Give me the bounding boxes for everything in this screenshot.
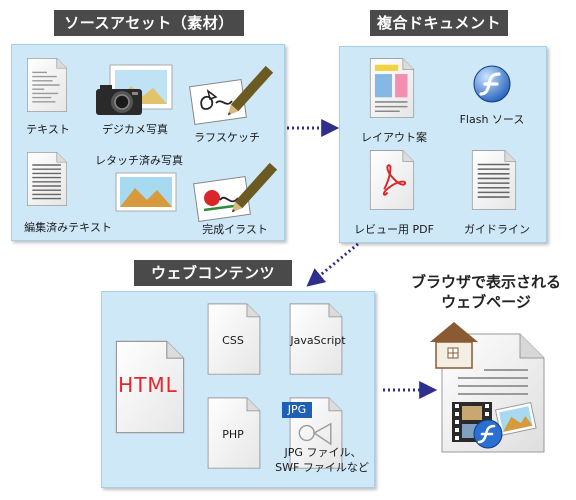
review-pdf-label: レビュー用 PDF (354, 223, 434, 236)
web-panel: HTML CSS JavaScript PHP JPG JPG ファイル、 SW… (101, 291, 375, 488)
retouched-photo-icon (115, 172, 177, 212)
camera-icon (96, 85, 142, 115)
jpg-badge: JPG (282, 402, 312, 418)
web-title: ウェブコンテンツ (134, 260, 292, 286)
flash-source-label: Flash ソース (459, 113, 525, 126)
composite-title: 複合ドキュメント (370, 10, 508, 36)
text-document-icon (26, 57, 68, 113)
layout-draft-label: レイアウト案 (361, 131, 427, 144)
browser-headline-line1: ブラウザで表示される (410, 273, 561, 291)
sketch-icon (189, 65, 274, 125)
edited-text-document-icon (26, 151, 68, 207)
guideline-document-icon (470, 149, 518, 211)
composite-panel: レイアウト案 Flash ソース レビュー用 PDF ガイドライン (339, 46, 547, 243)
text-label: テキスト (26, 123, 70, 136)
layout-draft-icon (368, 57, 416, 119)
html-label: HTML (118, 373, 178, 397)
pdf-icon (368, 149, 416, 211)
arrow-composite-to-web (306, 242, 359, 287)
guideline-label: ガイドライン (464, 223, 530, 236)
javascript-label: JavaScript (290, 334, 346, 347)
media-files-label-line2: SWF ファイルなど (275, 461, 369, 474)
sources-panel: テキスト デジカメ写真 ラフスケッチ レタッチ済み写真 (11, 44, 285, 241)
finished-illustration-label: 完成イラスト (202, 223, 268, 236)
illustration-icon (193, 162, 278, 222)
media-files-label-line1: JPG ファイル、 (284, 446, 362, 459)
camera-photo-label: デジカメ写真 (102, 123, 168, 136)
media-files-icon (288, 396, 344, 470)
flash-icon (473, 65, 511, 103)
css-label: CSS (222, 334, 244, 347)
php-label: PHP (222, 428, 244, 441)
browser-headline-line2: ウェブページ (441, 293, 531, 311)
sources-title: ソースアセット（素材） (54, 10, 244, 36)
edited-text-label: 編集済みテキスト (24, 221, 112, 234)
web-page-icon (430, 322, 545, 453)
rough-sketch-label: ラフスケッチ (194, 131, 260, 144)
retouched-photo-label: レタッチ済み写真 (95, 154, 183, 167)
